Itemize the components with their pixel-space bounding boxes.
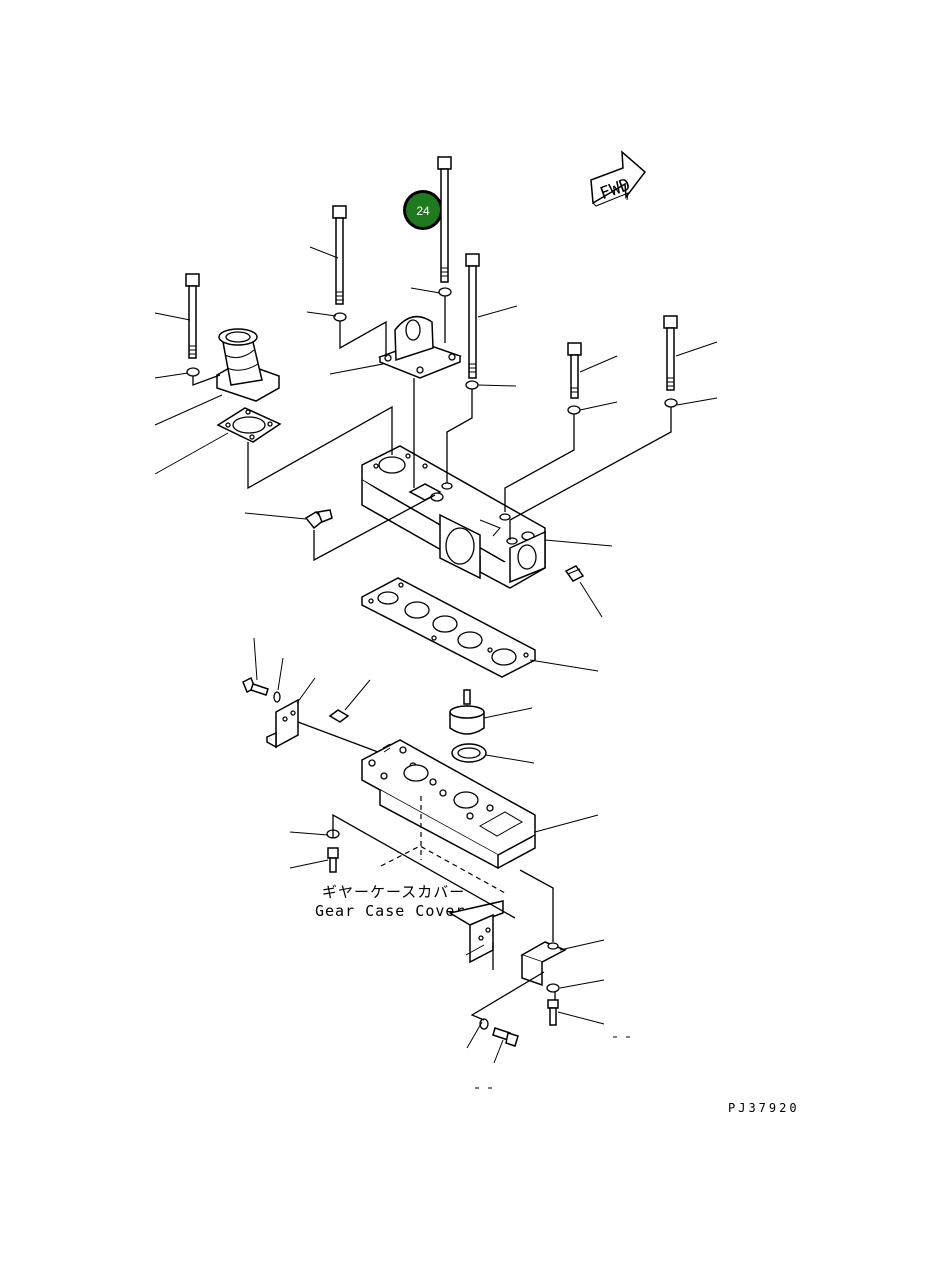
assembly-lines	[192, 296, 672, 1021]
fwd-arrow-icon: FWD	[590, 150, 647, 207]
bolt-5	[567, 342, 582, 399]
drawing-code: PJ37920	[728, 1101, 800, 1115]
thermostat	[449, 689, 485, 735]
gear-case-label-jp: ギヤーケースカバー	[322, 883, 465, 901]
water-outlet-elbow	[216, 328, 280, 402]
manifold-gasket	[361, 577, 536, 678]
small-bolt-left	[242, 676, 281, 703]
elbow-gasket	[216, 407, 282, 443]
callout-number: 24	[416, 204, 430, 218]
upper-housing	[361, 445, 546, 589]
gear-case-label: ギヤーケースカバー Gear Case Cover	[315, 883, 465, 920]
leader-lines	[154, 246, 718, 1089]
bolt-6	[663, 315, 678, 391]
bolt-3	[437, 156, 452, 283]
thermostat-seal	[451, 743, 487, 763]
elbow-fitting	[304, 509, 333, 530]
bolt-4	[465, 253, 480, 379]
gear-case-dashed	[380, 796, 506, 894]
left-bracket	[266, 698, 299, 749]
right-bracket	[520, 941, 567, 987]
lifting-bracket	[377, 315, 463, 379]
bolt-2	[332, 205, 347, 305]
callout-badge[interactable]: 24	[403, 190, 443, 230]
bottom-bolts	[326, 829, 560, 1047]
plug-left	[328, 709, 350, 723]
bolt-1	[185, 273, 200, 359]
plug-fitting	[564, 565, 585, 582]
gear-case-label-en: Gear Case Cover	[315, 902, 465, 920]
thermostat-housing	[361, 739, 536, 870]
